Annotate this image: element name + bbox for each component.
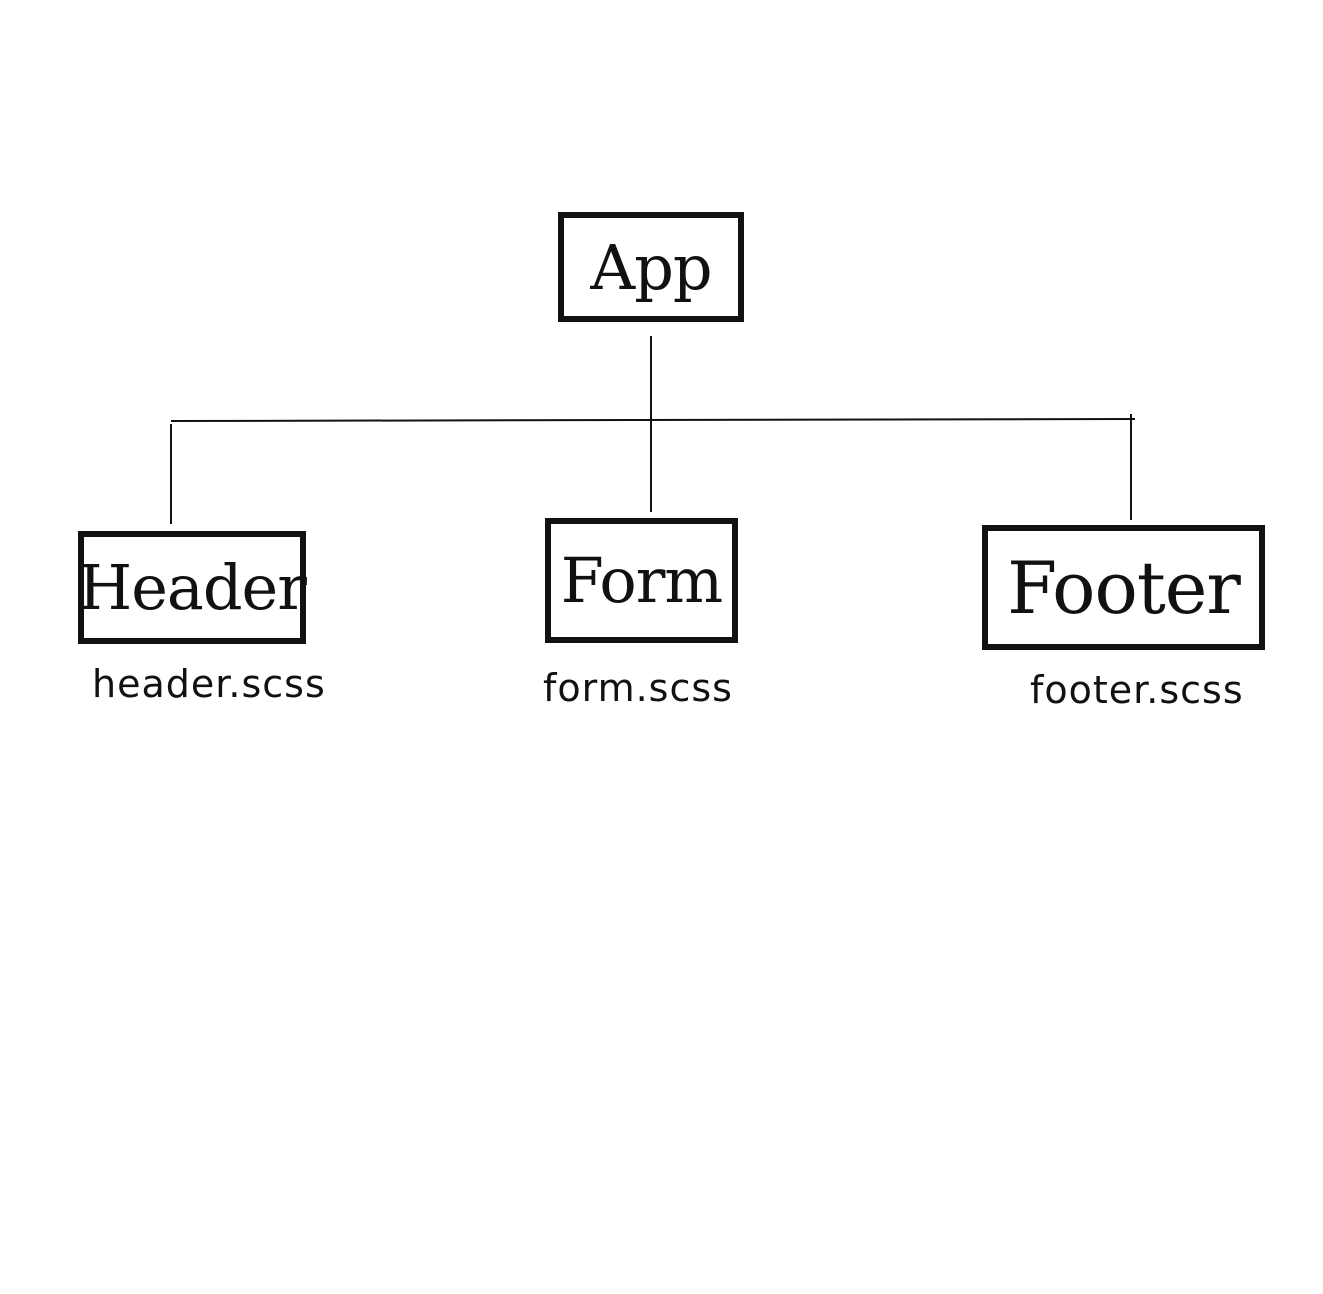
footer-node-label: Footer xyxy=(1007,545,1241,630)
form-file-label: form.scss xyxy=(543,666,733,710)
footer-file-label: footer.scss xyxy=(1030,668,1244,712)
form-node: Form xyxy=(545,518,738,643)
app-node: App xyxy=(558,212,744,322)
header-node: Header xyxy=(78,531,307,644)
header-node-label: Header xyxy=(78,551,307,624)
footer-node: Footer xyxy=(982,525,1265,650)
app-node-label: App xyxy=(590,230,712,304)
form-node-label: Form xyxy=(560,544,723,617)
header-file-label: header.scss xyxy=(92,662,326,706)
connector-horizontal-bar xyxy=(170,418,1136,422)
